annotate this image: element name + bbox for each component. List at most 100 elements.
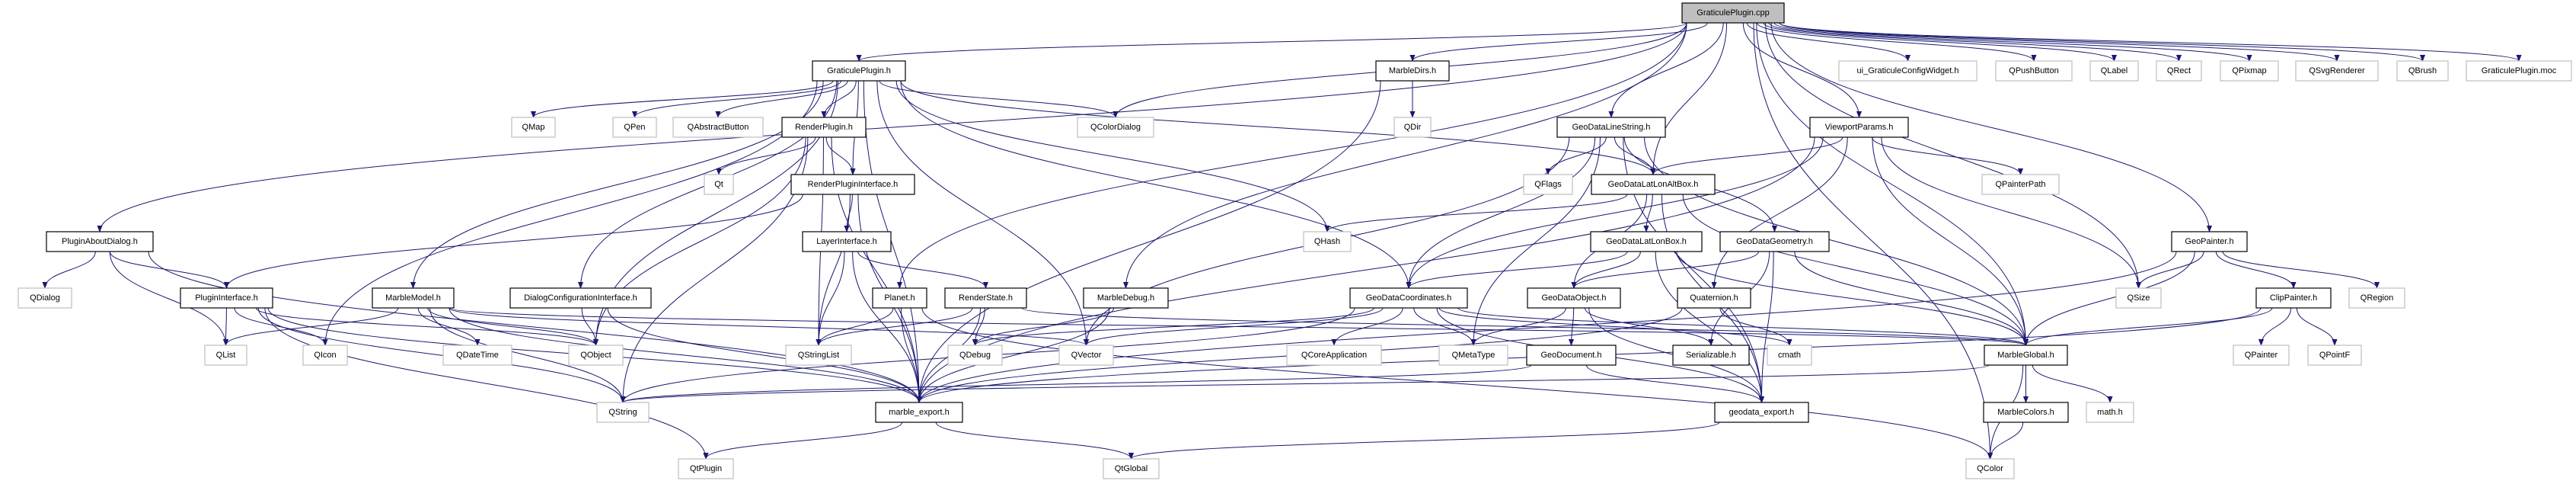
edge-gp-to-qregion bbox=[2222, 251, 2380, 289]
node-marblemodel-h[interactable]: MarbleModel.h bbox=[372, 287, 455, 309]
node-box[interactable] bbox=[509, 287, 652, 309]
node-label: QSvgRenderer bbox=[2309, 66, 2365, 75]
node-box[interactable] bbox=[1083, 287, 1169, 309]
node-box bbox=[2295, 60, 2379, 82]
edge-gp-to-qsize bbox=[2135, 251, 2204, 289]
edge-pad-to-pi bbox=[109, 251, 230, 289]
node-geodatalinestring-h[interactable]: GeoDataLineString.h bbox=[1556, 117, 1666, 138]
node-renderplugininterface-h[interactable]: RenderPluginInterface.h bbox=[790, 174, 915, 195]
node-label: QDialog bbox=[30, 293, 60, 303]
node-box[interactable] bbox=[180, 287, 273, 309]
node-serializable-h[interactable]: Serializable.h bbox=[1672, 345, 1750, 366]
edge-cpp-to-qbrush bbox=[1779, 22, 2425, 62]
node-box bbox=[1838, 60, 1977, 82]
node-geodata-export-h[interactable]: geodata_export.h bbox=[1714, 402, 1809, 423]
node-box[interactable] bbox=[2255, 287, 2332, 309]
node-box[interactable] bbox=[46, 231, 154, 252]
node-box[interactable] bbox=[1591, 174, 1716, 195]
node-geodocument-h[interactable]: GeoDocument.h bbox=[1526, 345, 1617, 366]
node-viewportparams-h[interactable]: ViewportParams.h bbox=[1809, 117, 1909, 138]
node-box[interactable] bbox=[790, 174, 915, 195]
edge-vp-to-qpainterpath bbox=[1871, 136, 2024, 175]
node-box[interactable] bbox=[872, 287, 927, 309]
node-box[interactable] bbox=[1526, 345, 1617, 366]
node-label: GraticulePlugin.moc bbox=[2482, 66, 2557, 75]
node-qsize: QSize bbox=[2115, 287, 2162, 309]
node-label: QPointF bbox=[2319, 351, 2351, 360]
node-geodatalatlonbox-h[interactable]: GeoDataLatLonBox.h bbox=[1590, 231, 1703, 252]
node-renderstate-h[interactable]: RenderState.h bbox=[944, 287, 1027, 309]
node-box[interactable] bbox=[1672, 345, 1750, 366]
node-qpainterpath: QPainterPath bbox=[1981, 174, 2060, 195]
node-geodataobject-h[interactable]: GeoDataObject.h bbox=[1527, 287, 1621, 309]
node-qmetatype: QMetaType bbox=[1438, 345, 1508, 366]
node-geodatacoordinates-h[interactable]: GeoDataCoordinates.h bbox=[1349, 287, 1468, 309]
node-pluginaboutdialog-h[interactable]: PluginAboutDialog.h bbox=[46, 231, 154, 252]
node-box[interactable] bbox=[1590, 231, 1703, 252]
node-marbleglobal-h[interactable]: MarbleGlobal.h bbox=[1984, 345, 2068, 366]
node-box[interactable] bbox=[1983, 402, 2069, 423]
node-dialogconfigurationinterface-h[interactable]: DialogConfigurationInterface.h bbox=[509, 287, 652, 309]
node-qpushbutton: QPushButton bbox=[1995, 60, 2073, 82]
edge-pad-to-mexp bbox=[148, 251, 922, 403]
node-box bbox=[1077, 117, 1154, 138]
node-qrect: QRect bbox=[2156, 60, 2202, 82]
node-geopainter-h[interactable]: GeoPainter.h bbox=[2171, 231, 2248, 252]
edge-gdc-to-mg bbox=[1457, 307, 2029, 346]
node-layerinterface-h[interactable]: LayerInterface.h bbox=[802, 231, 892, 252]
node-box[interactable] bbox=[1984, 345, 2068, 366]
node-clippainter-h[interactable]: ClipPainter.h bbox=[2255, 287, 2332, 309]
node-box[interactable] bbox=[1375, 60, 1450, 82]
node-label: QPainterPath bbox=[1995, 180, 2045, 189]
node-box[interactable] bbox=[781, 117, 867, 138]
node-label: cmath bbox=[1778, 351, 1801, 360]
node-box[interactable] bbox=[1719, 231, 1830, 252]
node-box bbox=[1103, 458, 1160, 479]
node-qdir: QDir bbox=[1393, 117, 1432, 138]
edge-gph-to-mexp bbox=[863, 80, 922, 403]
node-box[interactable] bbox=[1714, 402, 1809, 423]
node-box[interactable] bbox=[944, 287, 1027, 309]
node-box[interactable] bbox=[1527, 287, 1621, 309]
node-box[interactable] bbox=[1809, 117, 1909, 138]
node-box[interactable] bbox=[1681, 2, 1785, 24]
node-plugininterface-h[interactable]: PluginInterface.h bbox=[180, 287, 273, 309]
node-label: QPixmap bbox=[2232, 66, 2266, 75]
node-box[interactable] bbox=[1556, 117, 1666, 138]
node-geodatalatlonaltbox-h[interactable]: GeoDataLatLonAltBox.h bbox=[1591, 174, 1716, 195]
node-label: GeoPainter.h bbox=[2185, 237, 2233, 246]
edge-gph-to-rph bbox=[821, 80, 857, 118]
node-box bbox=[1767, 345, 1812, 366]
node-label: GeoDataCoordinates.h bbox=[1366, 293, 1452, 303]
node-box[interactable] bbox=[875, 402, 963, 423]
edge-cpp-to-vp bbox=[1742, 22, 1863, 118]
node-label: Qt bbox=[714, 180, 723, 189]
edge-mm-to-qobject bbox=[427, 307, 599, 346]
edge-cpp-to-qrect bbox=[1768, 22, 2182, 62]
node-marblecolors-h[interactable]: MarbleColors.h bbox=[1983, 402, 2069, 423]
node-box[interactable] bbox=[372, 287, 455, 309]
node-planet-h[interactable]: Planet.h bbox=[872, 287, 927, 309]
node-graticuleplugin-cpp[interactable]: GraticulePlugin.cpp bbox=[1681, 2, 1785, 24]
node-box[interactable] bbox=[1349, 287, 1468, 309]
edge-mm-to-qvector bbox=[448, 307, 1089, 346]
node-qcolordialog: QColorDialog bbox=[1077, 117, 1154, 138]
edge-gexp-to-qtglobal bbox=[1128, 421, 1720, 460]
node-marbledebug-h[interactable]: MarbleDebug.h bbox=[1083, 287, 1169, 309]
node-label: QPushButton bbox=[2009, 66, 2058, 75]
node-quaternion-h[interactable]: Quaternion.h bbox=[1677, 287, 1751, 309]
node-geodatageometry-h[interactable]: GeoDataGeometry.h bbox=[1719, 231, 1830, 252]
edge-gp-to-mg bbox=[2022, 251, 2195, 346]
edge-vp-to-qsize bbox=[1881, 136, 2142, 289]
node-box[interactable] bbox=[1677, 287, 1751, 309]
node-marbledirs-h[interactable]: MarbleDirs.h bbox=[1375, 60, 1450, 82]
node-graticuleplugin-h[interactable]: GraticulePlugin.h bbox=[812, 60, 906, 82]
node-box[interactable] bbox=[812, 60, 906, 82]
node-box bbox=[442, 345, 512, 366]
edge-gdo-to-qmetatype bbox=[1470, 307, 1566, 346]
node-box[interactable] bbox=[2171, 231, 2248, 252]
node-box[interactable] bbox=[802, 231, 892, 252]
node-marble-export-h[interactable]: marble_export.h bbox=[875, 402, 963, 423]
node-renderplugin-h[interactable]: RenderPlugin.h bbox=[781, 117, 867, 138]
node-label: GeoDataLineString.h bbox=[1572, 123, 1651, 132]
